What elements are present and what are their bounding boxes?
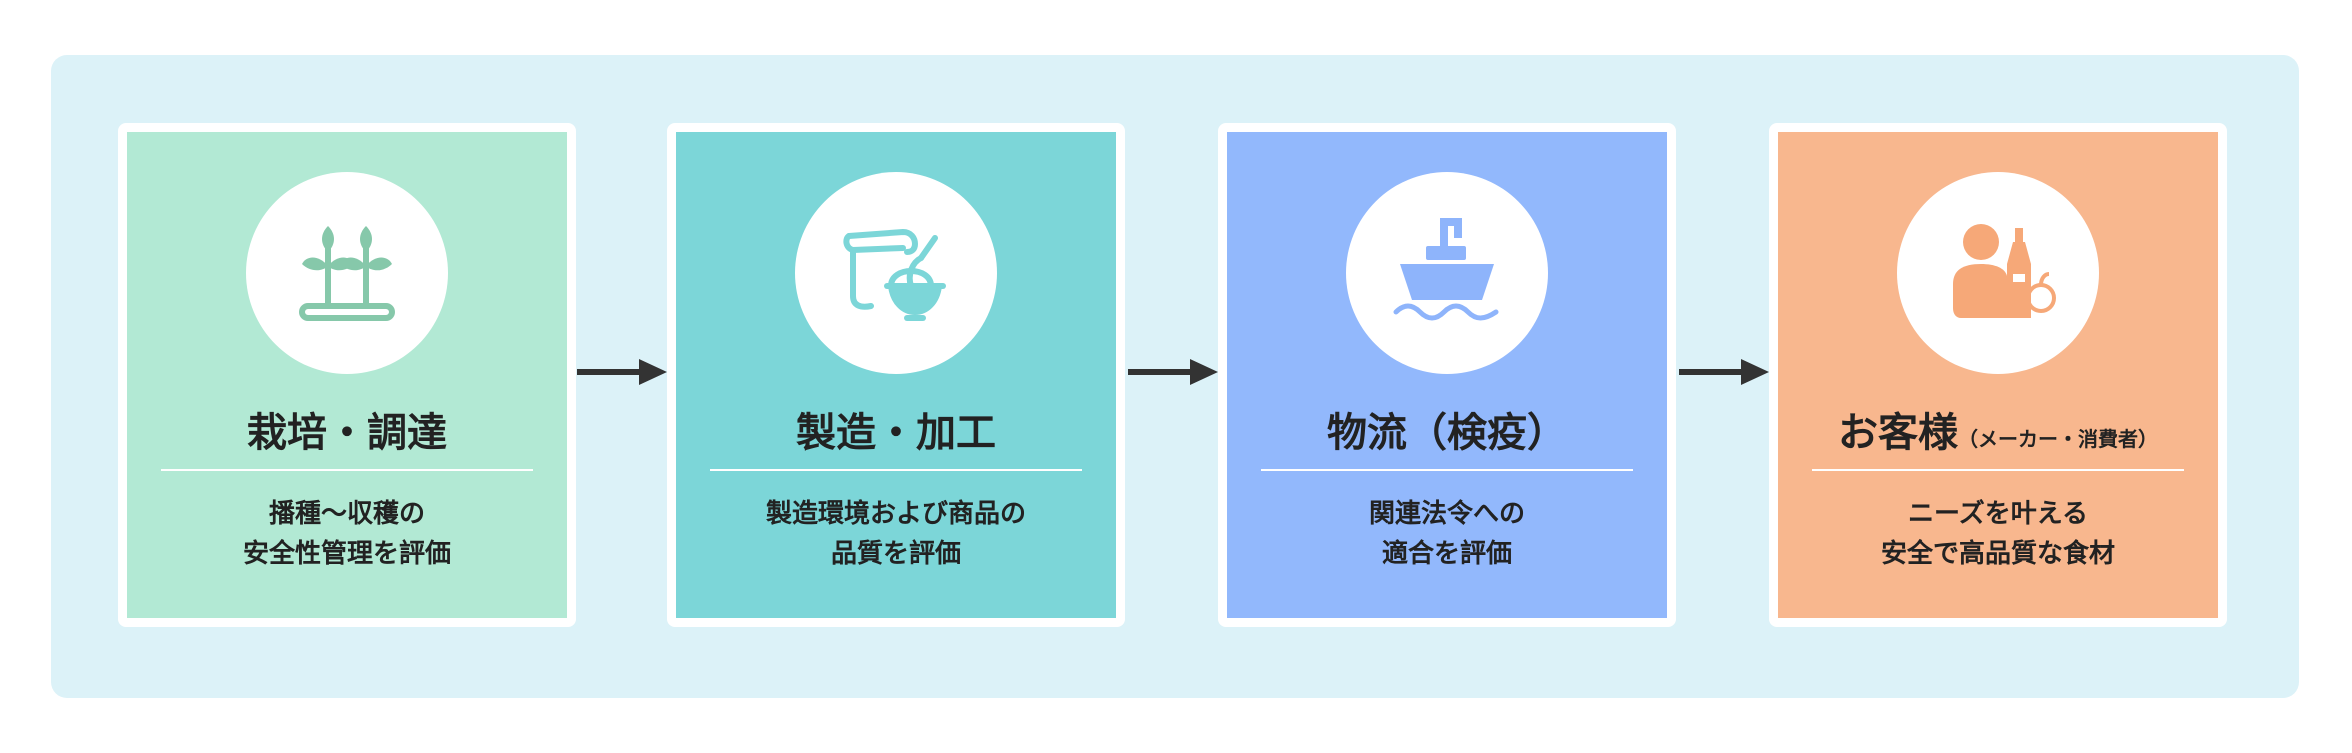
step-card-customer: お客様（メーカー・消費者） ニーズを叶える 安全で高品質な食材 (1769, 123, 2227, 627)
icon-circle (246, 172, 448, 374)
step-description-line: 安全性管理を評価 (242, 539, 451, 569)
step-description: 関連法令への 適合を評価 (1227, 494, 1667, 574)
divider (710, 469, 1082, 471)
step-title-text: 製造・加工 (796, 410, 996, 456)
step-title: 栽培・調達 (127, 400, 567, 458)
arrow-right-icon (577, 359, 667, 385)
step-title: 物流（検疫） (1227, 400, 1667, 458)
arrow-right-icon (1128, 359, 1218, 385)
icon-circle (1897, 172, 2099, 374)
step-title-text: お客様 (1838, 410, 1958, 456)
sprout-icon (299, 226, 395, 321)
step-description: 播種〜収穫の 安全性管理を評価 (127, 494, 567, 574)
step-card-body: お客様（メーカー・消費者） ニーズを叶える 安全で高品質な食材 (1778, 132, 2218, 618)
step-card-logistics: 物流（検疫） 関連法令への 適合を評価 (1218, 123, 1676, 627)
step-title-text: 栽培・調達 (247, 410, 447, 456)
step-description-line: 製造環境および商品の (765, 499, 1026, 529)
step-card-manufacturing: 製造・加工 製造環境および商品の 品質を評価 (667, 123, 1125, 627)
step-description-line: 安全で高品質な食材 (1880, 539, 2115, 569)
step-description: 製造環境および商品の 品質を評価 (676, 494, 1116, 574)
customer-icon (1953, 224, 2056, 318)
step-description-line: 播種〜収穫の (268, 499, 425, 529)
divider (1812, 469, 2184, 471)
icon-circle (1346, 172, 1548, 374)
cooking-bowl-icon (843, 229, 946, 321)
step-description-line: ニーズを叶える (1908, 499, 2088, 529)
step-subtitle: （メーカー・消費者） (1958, 427, 2158, 451)
step-description-line: 関連法令への (1368, 499, 1525, 529)
divider (1261, 469, 1633, 471)
step-card-cultivation: 栽培・調達 播種〜収穫の 安全性管理を評価 (118, 123, 576, 627)
step-card-body: 製造・加工 製造環境および商品の 品質を評価 (676, 132, 1116, 618)
step-title-text: 物流（検疫） (1327, 410, 1567, 456)
ship-icon (1393, 218, 1499, 321)
icon-circle (795, 172, 997, 374)
step-card-body: 物流（検疫） 関連法令への 適合を評価 (1227, 132, 1667, 618)
step-description-line: 適合を評価 (1381, 539, 1512, 569)
step-description-line: 品質を評価 (830, 539, 961, 569)
step-card-body: 栽培・調達 播種〜収穫の 安全性管理を評価 (127, 132, 567, 618)
step-description: ニーズを叶える 安全で高品質な食材 (1778, 494, 2218, 574)
arrow-right-icon (1679, 359, 1769, 385)
divider (161, 469, 533, 471)
step-title: 製造・加工 (676, 400, 1116, 458)
step-title: お客様（メーカー・消費者） (1778, 400, 2218, 458)
